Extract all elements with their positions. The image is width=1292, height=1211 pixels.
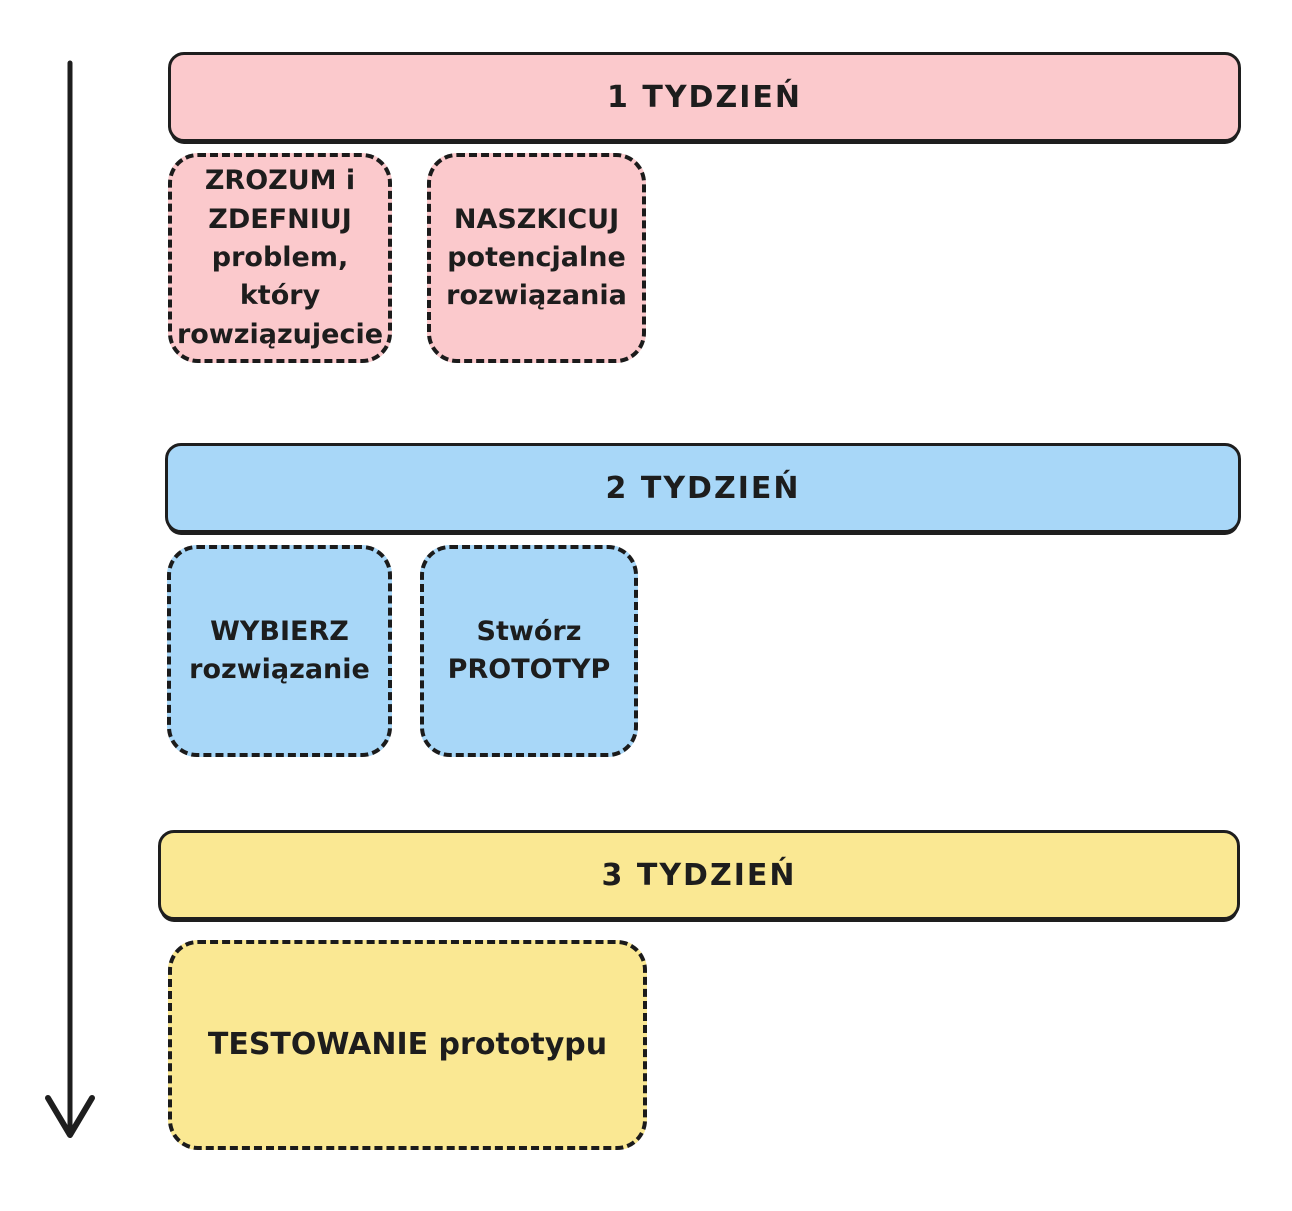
task-card-label: TESTOWANIE prototypu — [207, 1026, 608, 1062]
task-card-label: NASZKICUJ potencjalne rozwiązania — [446, 203, 627, 312]
week-3-header: 3 TYDZIEŃ — [158, 830, 1240, 920]
week-1-header-label: 1 TYDZIEŃ — [607, 79, 802, 115]
week-3-header-label: 3 TYDZIEŃ — [601, 857, 797, 893]
task-card-create-prototype: Stwórz PROTOTYP — [420, 545, 638, 757]
task-card-understand-define-problem: ZROZUM i ZDEFNIUJ problem, który rowziąz… — [168, 153, 392, 363]
week-1-header: 1 TYDZIEŃ — [168, 52, 1241, 142]
task-card-label: ZROZUM i ZDEFNIUJ problem, który rowziąz… — [176, 165, 384, 350]
week-2-header: 2 TYDZIEŃ — [165, 443, 1241, 533]
down-arrow-icon — [45, 60, 95, 1138]
task-card-choose-solution: WYBIERZ rozwiązanie — [167, 545, 392, 757]
task-card-test-prototype: TESTOWANIE prototypu — [168, 940, 647, 1150]
task-card-sketch-solutions: NASZKICUJ potencjalne rozwiązania — [427, 153, 646, 363]
task-card-label: WYBIERZ rozwiązanie — [189, 615, 370, 685]
task-card-label: Stwórz PROTOTYP — [447, 615, 611, 685]
week-2-header-label: 2 TYDZIEŃ — [605, 470, 801, 506]
